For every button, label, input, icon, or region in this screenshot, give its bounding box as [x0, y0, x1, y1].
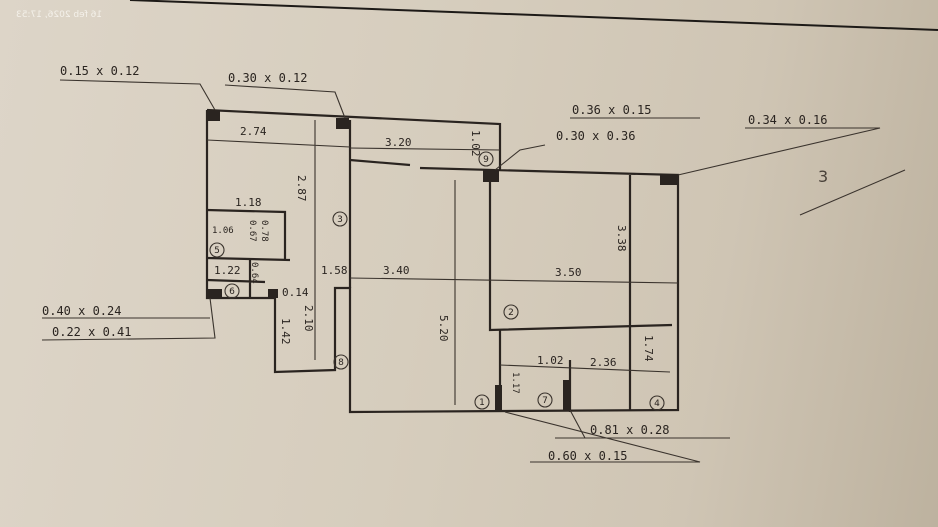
room-number: 6	[229, 287, 235, 297]
dimension-label: 1.74	[642, 335, 655, 362]
dimension-label: 1.22	[214, 264, 241, 277]
dimension-label: 1.02	[469, 130, 482, 157]
dimension-label: 1.58	[321, 264, 348, 277]
room-number: 2	[508, 308, 514, 318]
dimension-label: 1.17	[510, 372, 520, 394]
dimension-label: 0.78	[259, 220, 269, 242]
dimension-label: 0.67	[247, 220, 257, 242]
dimension-label: 2.87	[295, 175, 308, 202]
callout-label: 0.30 x 0.12	[228, 71, 307, 85]
callout-label: 0.40 x 0.24	[42, 304, 121, 318]
callout-label: 0.15 x 0.12	[60, 64, 139, 78]
dimension-label: 0.64	[249, 262, 259, 284]
callout-label: 0.34 x 0.16	[748, 113, 827, 127]
room-number: 3	[337, 215, 343, 225]
callout-label: 0.30 x 0.36	[556, 129, 635, 143]
callout-label: 0.22 x 0.41	[52, 325, 131, 339]
dimension-label: 3.38	[615, 225, 628, 252]
dimension-label: 5.20	[437, 315, 450, 342]
dimension-label: 3.40	[383, 264, 410, 277]
dimension-label: 2.36	[590, 356, 617, 369]
room-number: 4	[654, 399, 660, 409]
margin-mark: 3	[818, 167, 828, 186]
callout-label: 0.60 x 0.15	[548, 449, 627, 463]
room-markers: 1 2 3 4 5 6 7 8 9	[209, 151, 665, 411]
walls	[205, 108, 680, 414]
paper-edge	[129, 0, 938, 31]
room-number: 5	[214, 246, 220, 256]
dimension-label: 1.42	[279, 318, 292, 345]
dimension-label: 1.02	[537, 354, 564, 367]
dimension-label: 3.20	[385, 136, 412, 149]
room-number: 1	[479, 398, 485, 408]
callout-label: 0.36 x 0.15	[572, 103, 651, 117]
room-number: 9	[483, 155, 489, 165]
column-marks	[208, 111, 677, 411]
callout-label: 0.81 x 0.28	[590, 423, 669, 437]
dimension-label: 1.18	[235, 196, 262, 209]
dimension-label: 3.50	[555, 266, 582, 279]
room-number: 7	[542, 396, 548, 406]
room-number: 8	[338, 358, 344, 368]
dimension-label: 1.06	[212, 226, 234, 236]
dimension-label: 2.10	[302, 305, 315, 332]
leader-lines	[41, 79, 906, 463]
dimension-label: 0.14	[282, 286, 309, 299]
dimension-label: 2.74	[240, 125, 267, 138]
